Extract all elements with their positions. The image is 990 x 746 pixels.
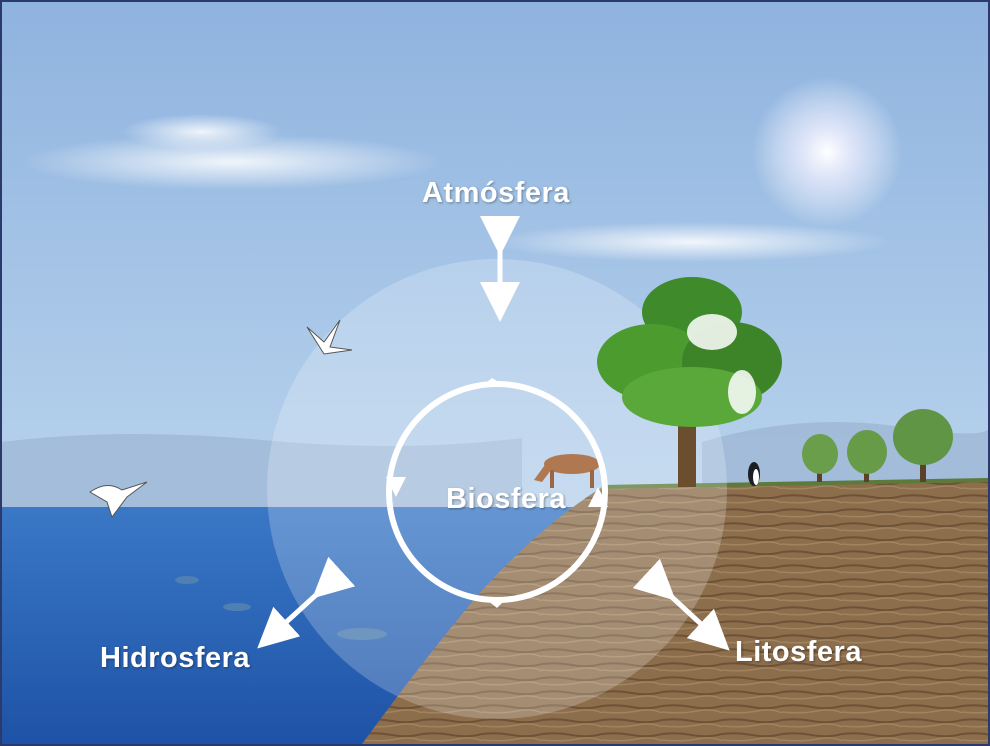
sun-icon xyxy=(752,77,902,227)
penguin-icon xyxy=(748,462,760,486)
lithosphere-label: Litosfera xyxy=(735,636,862,669)
biosphere-label: Biosfera xyxy=(446,483,566,516)
atmosphere-label: Atmósfera xyxy=(422,177,570,210)
hydrosphere-label: Hidrosfera xyxy=(100,642,250,675)
